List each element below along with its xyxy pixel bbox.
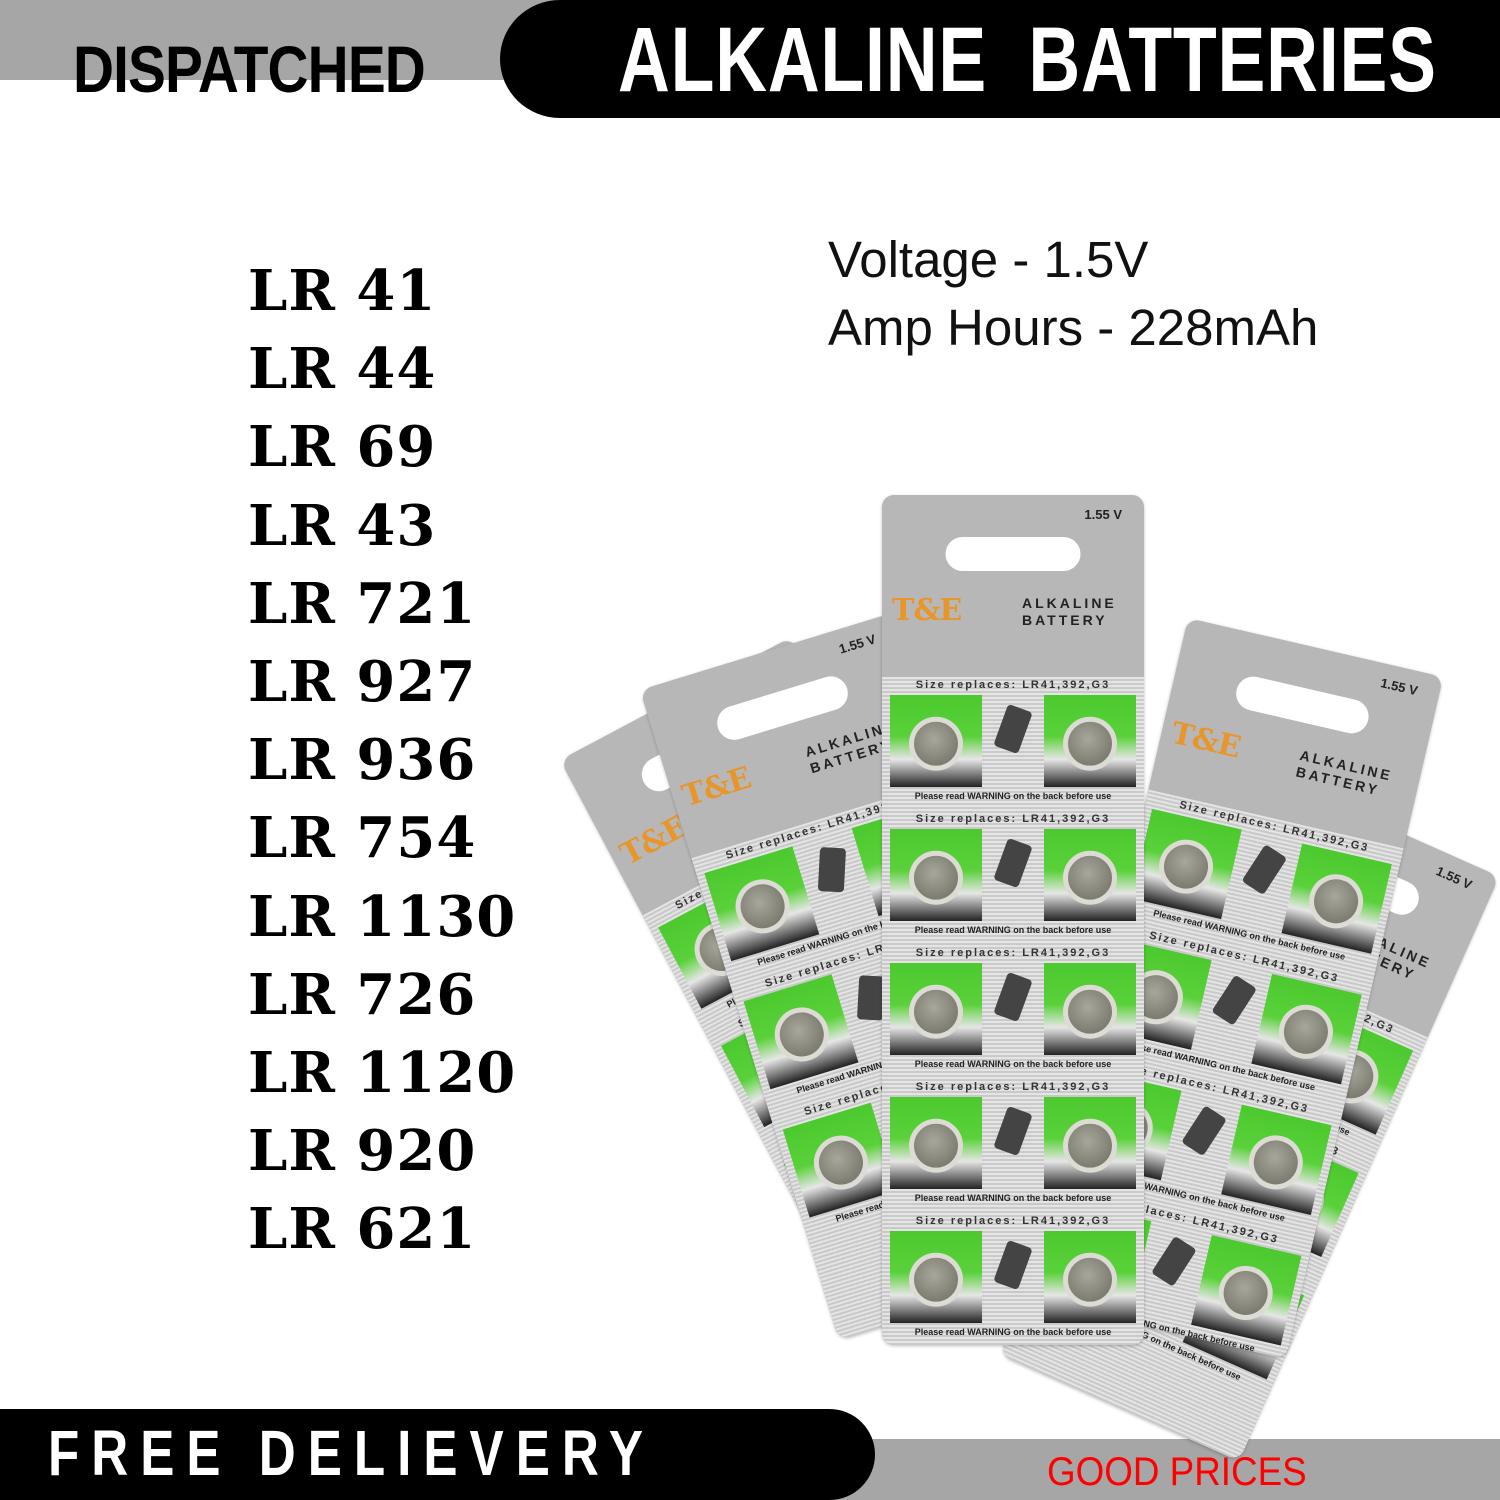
coin-cell-icon	[1213, 1260, 1279, 1326]
brand-logo: T&E	[892, 593, 962, 628]
coin-cell-icon	[1243, 1130, 1309, 1195]
calculator-icon	[1241, 844, 1288, 896]
hang-hole	[1232, 673, 1372, 737]
coin-cell-icon	[1063, 716, 1117, 771]
calculator-icon	[993, 837, 1033, 889]
coin-cell-icon	[1063, 984, 1117, 1039]
model-item: LR 920	[248, 1118, 477, 1185]
brand-logo: T&E	[678, 760, 755, 815]
coin-cell-icon	[1063, 1118, 1117, 1173]
model-item: LR 927	[248, 648, 477, 715]
calculator-icon	[1181, 1105, 1227, 1157]
coin-cell-icon	[1273, 999, 1339, 1065]
title-banner	[500, 0, 1500, 118]
coin-cell-icon	[1303, 868, 1369, 934]
card-voltage: 1.55 V	[1379, 675, 1420, 699]
coin-cell-icon	[728, 872, 797, 941]
hang-hole	[713, 672, 853, 745]
coin-cell-icon	[1063, 1252, 1117, 1307]
coin-cell-icon	[909, 984, 963, 1039]
free-delivery-label: FREE DELIEVERY	[48, 1417, 656, 1489]
model-item: LR 721	[248, 570, 477, 637]
capacity-spec: Amp Hours - 228mAh	[828, 299, 1319, 356]
specs-block: Voltage - 1.5V Amp Hours - 228mAh	[828, 226, 1318, 362]
calculator-icon	[817, 847, 847, 893]
model-item: LR 1130	[248, 883, 517, 950]
calculator-icon	[1211, 974, 1258, 1026]
card-voltage: 1.55 V	[1433, 863, 1475, 893]
card-voltage: 1.55 V	[1084, 507, 1122, 522]
coin-cell-icon	[1063, 850, 1117, 905]
coin-cell-icon	[768, 1000, 836, 1069]
good-prices-label: GOOD PRICES	[1047, 1450, 1307, 1494]
model-item: LR 69	[248, 414, 437, 481]
card-voltage: 1.55 V	[837, 631, 878, 657]
model-item: LR 41	[248, 258, 437, 324]
coin-cell-icon	[909, 1118, 963, 1173]
model-item: LR 44	[248, 336, 437, 403]
calculator-icon	[993, 703, 1033, 755]
model-list: LR 41 LR 44 LR 69 LR 43 LR 721 LR 927 LR…	[248, 252, 516, 1268]
calculator-icon	[993, 971, 1033, 1023]
brand-logo: T&E	[1167, 715, 1244, 766]
calculator-icon	[993, 1239, 1033, 1291]
coin-cell-icon	[909, 850, 963, 905]
coin-cell-icon	[909, 1252, 963, 1307]
calculator-icon	[1151, 1235, 1197, 1287]
model-item: LR 726	[248, 961, 477, 1028]
dispatched-label: DISPATCHED	[73, 32, 426, 106]
model-item: LR 621	[248, 1196, 477, 1263]
coin-cell-icon	[1153, 834, 1219, 900]
voltage-spec: Voltage - 1.5V	[828, 231, 1149, 288]
header-gray-band	[0, 0, 560, 80]
model-item: LR 43	[248, 492, 437, 559]
calculator-icon	[856, 975, 886, 1021]
calculator-icon	[993, 1105, 1033, 1157]
coin-cell-icon	[909, 716, 963, 771]
footer-banner	[0, 1409, 875, 1500]
model-item: LR 936	[248, 727, 477, 794]
model-item: LR 754	[248, 805, 477, 872]
page-title: ALKALINE BATTERIES	[618, 9, 1437, 111]
model-item: LR 1120	[248, 1039, 517, 1106]
hang-hole	[945, 537, 1081, 571]
coin-cell-icon	[807, 1128, 875, 1197]
